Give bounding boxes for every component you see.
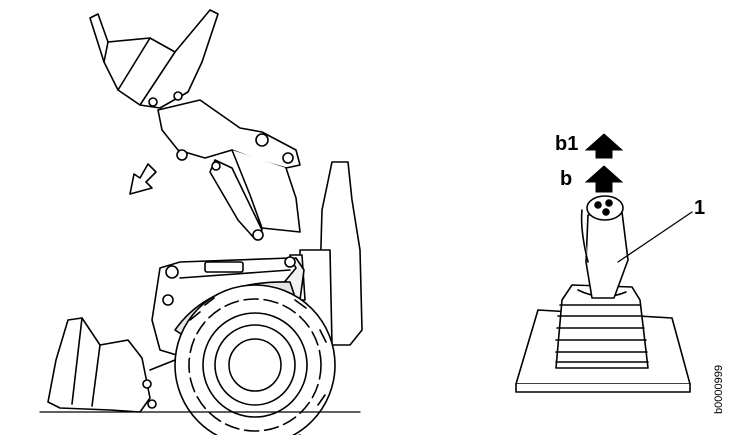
lever-top-buttons bbox=[587, 196, 623, 220]
direction-arrows bbox=[586, 134, 622, 192]
raised-lift-arm bbox=[158, 100, 300, 240]
callout-leader-line bbox=[618, 212, 692, 262]
arrow-b1-icon bbox=[586, 134, 622, 158]
arrow-b-icon bbox=[586, 166, 622, 192]
label-lever-callout: 1 bbox=[694, 197, 705, 219]
label-b1: b1 bbox=[555, 133, 578, 155]
wheel-loader-illustration bbox=[40, 10, 362, 435]
joystick-illustration bbox=[516, 196, 692, 392]
label-b: b bbox=[560, 168, 572, 190]
raised-bucket bbox=[90, 10, 218, 108]
joystick-lever bbox=[582, 196, 628, 298]
lowering-direction-arrow bbox=[130, 164, 156, 194]
figure-code: b0000999 bbox=[713, 365, 725, 414]
